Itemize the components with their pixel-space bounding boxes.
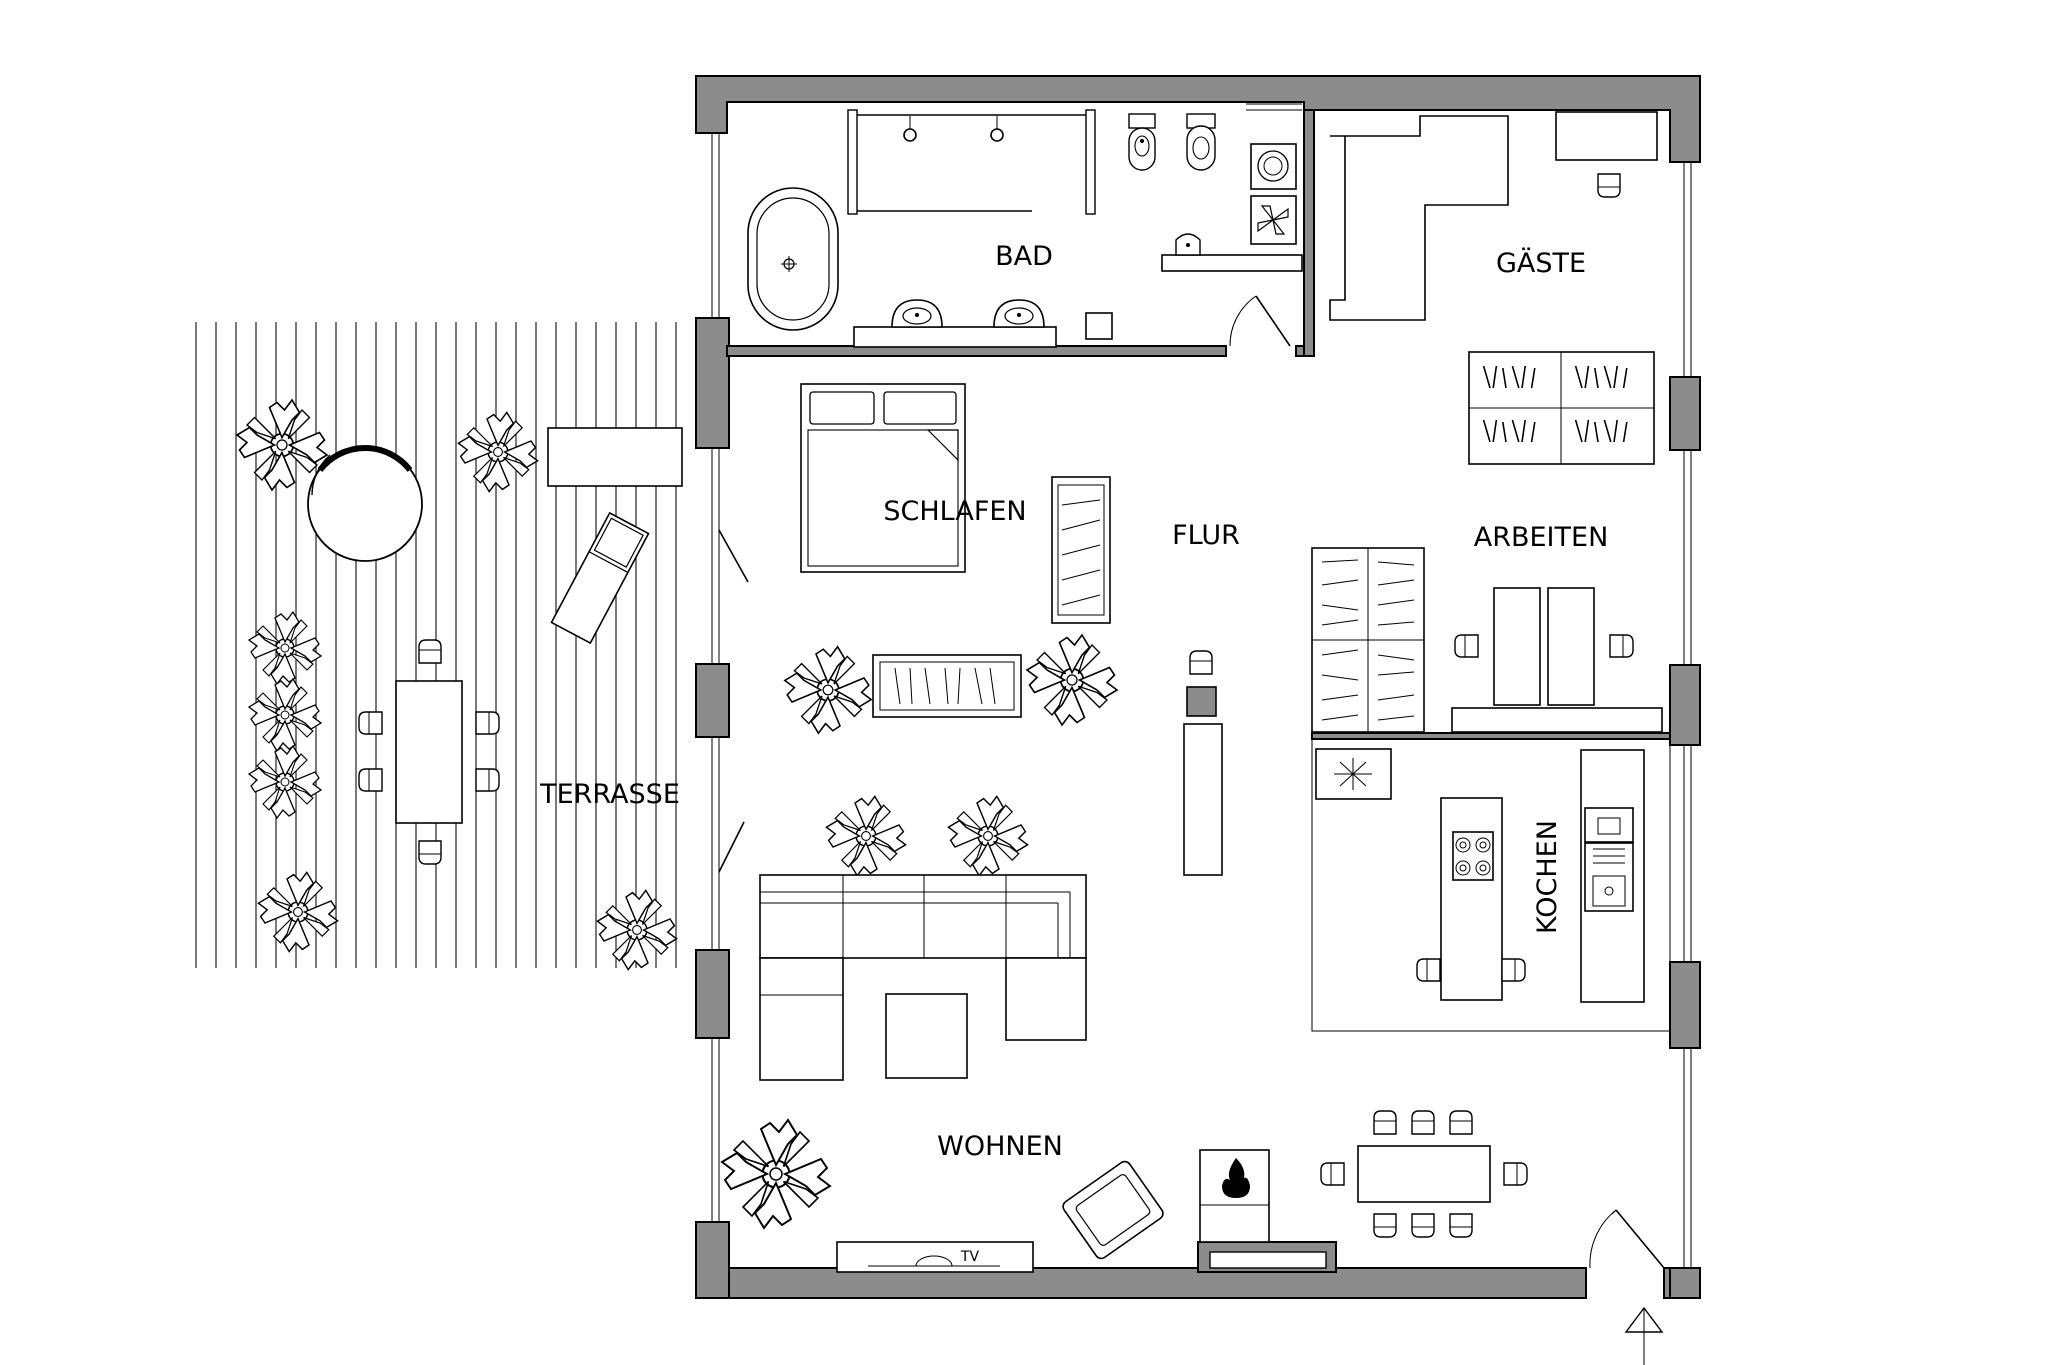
office-desk-left — [1493, 587, 1541, 706]
guest-shelf — [1468, 351, 1655, 465]
office-desk-right — [1547, 587, 1595, 706]
chair-icon — [1373, 1213, 1397, 1238]
chair-icon — [475, 768, 500, 792]
washbasin-icon — [891, 299, 943, 328]
room-label-bad: BAD — [995, 241, 1053, 272]
living-room: TV WOHNEN — [718, 795, 1528, 1273]
chair-icon — [1411, 1213, 1435, 1238]
chair-icon — [418, 840, 442, 865]
chair-icon — [1609, 634, 1634, 658]
plant-icon — [248, 678, 322, 752]
guest-desk — [1555, 111, 1658, 161]
plant-icon — [947, 795, 1029, 877]
bedroom-wardrobe — [1051, 476, 1111, 624]
plant-icon — [248, 611, 322, 685]
chair-icon — [1449, 1110, 1473, 1135]
room-label-kochen: KOCHEN — [1532, 820, 1563, 934]
chair-icon — [358, 711, 383, 735]
chair-icon — [1411, 1110, 1435, 1135]
washing-machine-icon — [1250, 143, 1297, 190]
guest-room: GÄSTE — [1329, 111, 1658, 465]
door-swing-icon — [718, 529, 749, 583]
interior: BAD GÄSTE — [695, 75, 1701, 1365]
chair-icon — [1416, 958, 1441, 982]
bidet-icon — [1128, 113, 1156, 171]
chair-icon — [1449, 1213, 1473, 1238]
chair-icon — [1597, 173, 1621, 198]
bathroom: BAD — [747, 103, 1303, 348]
office: ARBEITEN — [1311, 522, 1663, 733]
room-label-schlafen: SCHLAFEN — [883, 496, 1026, 527]
deck-chair-icon — [550, 511, 650, 645]
corner-sofa — [1329, 115, 1509, 321]
hall-console — [872, 654, 1022, 718]
kitchen-island — [1440, 797, 1503, 1001]
room-label-gaeste: GÄSTE — [1496, 247, 1586, 279]
terrace: TERRASSE — [195, 322, 683, 971]
bath-shelf — [1161, 254, 1303, 272]
plant-icon — [1026, 634, 1118, 726]
room-label-wohnen: WOHNEN — [937, 1131, 1063, 1162]
office-sideboard — [1451, 707, 1663, 733]
plant-icon — [457, 411, 539, 493]
chair-icon — [1189, 650, 1213, 675]
bath-cabinet — [1085, 312, 1113, 340]
room-label-arbeiten: ARBEITEN — [1474, 522, 1609, 553]
plant-icon — [825, 795, 907, 877]
room-label-terrasse: TERRASSE — [539, 779, 680, 810]
door-swing-icon — [1229, 295, 1291, 347]
bed-icon — [800, 383, 966, 573]
washbasin-icon — [993, 299, 1045, 328]
chair-icon — [1320, 1162, 1345, 1186]
sofa-icon — [759, 874, 1087, 1081]
urinal-icon — [1175, 233, 1201, 256]
cooktop-icon — [1315, 748, 1392, 800]
plant-icon — [596, 889, 678, 971]
hall-stool — [1186, 686, 1217, 717]
ventilation-icon — [1250, 195, 1297, 245]
sink-icon — [1584, 842, 1634, 912]
chair-icon — [1501, 958, 1526, 982]
plant-icon — [783, 645, 873, 735]
fireplace-icon — [1199, 1149, 1270, 1243]
round-table-icon — [307, 445, 423, 562]
chair-icon — [1454, 634, 1479, 658]
plant-icon — [248, 745, 322, 819]
kitchen: KOCHEN — [1311, 738, 1671, 1032]
tv-label: TV — [960, 1249, 980, 1265]
hall-bench — [1183, 723, 1223, 876]
chair-icon — [418, 639, 442, 664]
plant-icon — [236, 399, 328, 491]
bathtub-icon — [747, 187, 839, 331]
entrance-arrow-icon — [1624, 1306, 1664, 1365]
chair-icon — [1503, 1162, 1528, 1186]
terrace-bench — [547, 427, 683, 487]
terrace-dining-table — [358, 639, 500, 865]
windows — [711, 133, 1692, 1268]
room-label-flur: FLUR — [1172, 520, 1240, 551]
door-swing-icon — [718, 821, 745, 873]
kitchen-floor — [1311, 738, 1671, 1032]
armchair-icon — [1062, 1160, 1164, 1260]
bedroom: SCHLAFEN — [718, 383, 1111, 624]
plant-icon — [257, 871, 339, 953]
office-shelf — [1311, 547, 1425, 733]
coffee-table — [885, 993, 968, 1079]
plant-icon — [720, 1118, 832, 1230]
hallway: FLUR — [783, 520, 1240, 876]
dining-table — [1320, 1110, 1528, 1238]
chair-icon — [1373, 1110, 1397, 1135]
chair-icon — [475, 711, 500, 735]
tv-board: TV — [836, 1241, 1034, 1273]
chair-icon — [358, 768, 383, 792]
entrance-door[interactable] — [1589, 1209, 1665, 1269]
toilet-icon — [1186, 113, 1216, 171]
washbasin-counter — [853, 299, 1057, 348]
kitchen-counter — [1580, 749, 1645, 1003]
shower-partitions — [847, 109, 1096, 215]
fireplace-hearth — [1209, 1251, 1327, 1269]
